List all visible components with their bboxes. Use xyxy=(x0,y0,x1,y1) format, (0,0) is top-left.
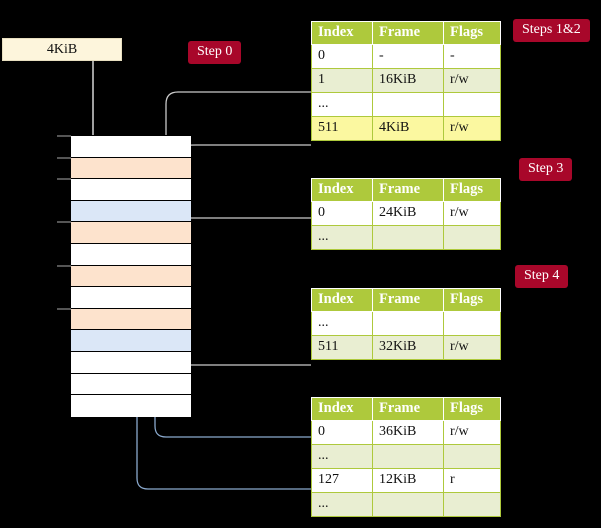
cell-frame: - xyxy=(372,44,444,69)
cell-index: ... xyxy=(311,311,373,336)
memory-row-0 xyxy=(71,136,191,158)
cell-index: ... xyxy=(311,492,373,517)
table-row[interactable]: 0-- xyxy=(311,44,501,69)
cell-flags xyxy=(443,492,501,517)
memory-row-12 xyxy=(71,395,191,417)
table-row[interactable]: ... xyxy=(311,492,501,517)
cell-flags: r/w xyxy=(443,201,501,226)
page-frame-4kib-box: 4KiB xyxy=(2,38,122,61)
memory-tick-2 xyxy=(57,178,71,181)
memory-row-6 xyxy=(71,265,191,288)
cell-frame: 32KiB xyxy=(372,335,444,360)
memory-tick-8 xyxy=(57,307,71,310)
cell-flags: r/w xyxy=(443,335,501,360)
table-row[interactable]: ... xyxy=(311,311,501,336)
table-row[interactable]: ... xyxy=(311,225,501,250)
column-header-frame: Frame xyxy=(372,21,444,45)
cell-index: 511 xyxy=(311,116,373,141)
memory-tick-6 xyxy=(57,264,71,267)
cell-flags: - xyxy=(443,44,501,69)
cell-index: ... xyxy=(311,92,373,117)
cell-index: 0 xyxy=(311,201,373,226)
memory-tick-0 xyxy=(57,135,71,137)
cell-frame xyxy=(372,92,444,117)
column-header-index: Index xyxy=(311,397,373,421)
badge-step-0: Step 0 xyxy=(188,41,242,64)
cell-flags xyxy=(443,311,501,336)
cell-frame: 16KiB xyxy=(372,68,444,93)
column-header-flags: Flags xyxy=(443,397,501,421)
column-header-index: Index xyxy=(311,178,373,202)
cell-index: ... xyxy=(311,444,373,469)
badge-step-4: Step 4 xyxy=(515,265,569,288)
cell-index: 511 xyxy=(311,335,373,360)
memory-row-11 xyxy=(71,373,191,396)
memory-row-2 xyxy=(71,179,191,201)
cell-frame: 36KiB xyxy=(372,420,444,445)
cell-flags: r/w xyxy=(443,420,501,445)
cell-frame: 4KiB xyxy=(372,116,444,141)
badge-step-3: Step 3 xyxy=(519,158,573,181)
cell-flags: r xyxy=(443,468,501,493)
column-header-flags: Flags xyxy=(443,21,501,45)
memory-row-8 xyxy=(71,308,191,331)
cell-flags xyxy=(443,444,501,469)
cell-frame xyxy=(372,311,444,336)
memory-row-9 xyxy=(71,330,191,352)
memory-row-5 xyxy=(71,244,191,266)
memory-row-1 xyxy=(71,157,191,180)
column-header-flags: Flags xyxy=(443,288,501,312)
cell-frame: 12KiB xyxy=(372,468,444,493)
memory-tick-1 xyxy=(57,156,71,159)
table-row[interactable]: ... xyxy=(311,444,501,469)
physical-memory-column xyxy=(70,135,191,417)
table-row[interactable]: ... xyxy=(311,92,501,117)
memory-row-4 xyxy=(71,222,191,244)
cell-index: 127 xyxy=(311,468,373,493)
cell-flags: r/w xyxy=(443,116,501,141)
column-header-flags: Flags xyxy=(443,178,501,202)
cell-index: 0 xyxy=(311,44,373,69)
cell-index: 1 xyxy=(311,68,373,93)
column-header-frame: Frame xyxy=(372,288,444,312)
cell-index: 0 xyxy=(311,420,373,445)
column-header-index: Index xyxy=(311,21,373,45)
cell-frame xyxy=(372,225,444,250)
cell-flags: r/w xyxy=(443,68,501,93)
cell-flags xyxy=(443,92,501,117)
cell-frame xyxy=(372,492,444,517)
memory-row-7 xyxy=(71,287,191,309)
memory-row-10 xyxy=(71,352,191,374)
column-header-index: Index xyxy=(311,288,373,312)
cell-frame xyxy=(372,444,444,469)
memory-tick-4 xyxy=(57,221,71,224)
cell-frame: 24KiB xyxy=(372,201,444,226)
cell-flags xyxy=(443,225,501,250)
cell-index: ... xyxy=(311,225,373,250)
column-header-frame: Frame xyxy=(372,178,444,202)
memory-row-3 xyxy=(71,200,191,223)
badge-steps-1-2: Steps 1&2 xyxy=(513,19,590,42)
column-header-frame: Frame xyxy=(372,397,444,421)
